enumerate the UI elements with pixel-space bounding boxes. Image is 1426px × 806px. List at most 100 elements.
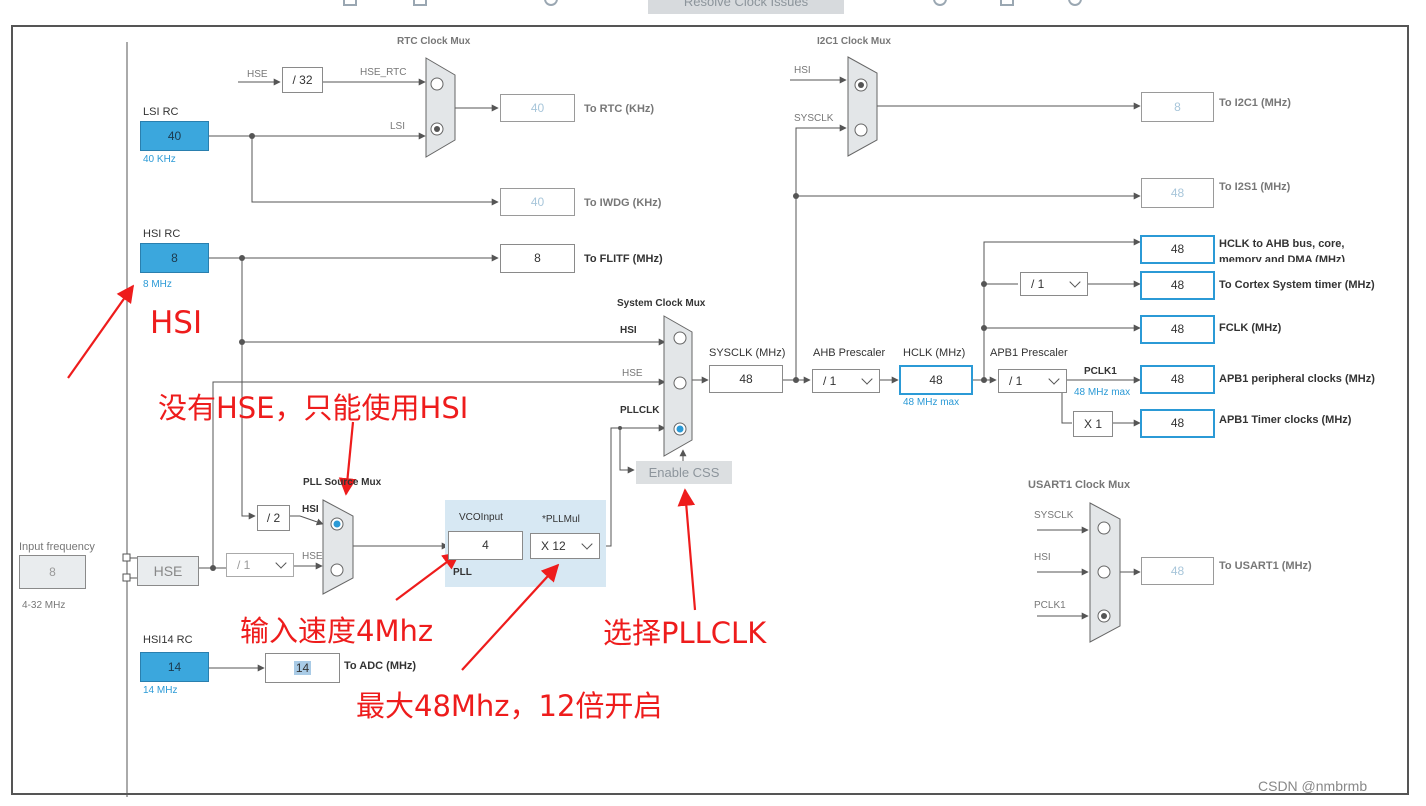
rtc-hse-input-label: HSE xyxy=(247,69,268,80)
usart1-pclk1-label: PCLK1 xyxy=(1034,600,1066,611)
pclk1-label: PCLK1 xyxy=(1084,366,1117,377)
vco-input-field[interactable]: 4 xyxy=(448,531,523,560)
adc-label: To ADC (MHz) xyxy=(344,660,417,672)
ahb-output-label-1: HCLK to AHB bus, core, xyxy=(1219,238,1345,250)
apb1-peripheral-output[interactable]: 48 xyxy=(1140,365,1215,394)
sysmux-hsi-label: HSI xyxy=(620,325,637,336)
i2c1-output-label: To I2C1 (MHz) xyxy=(1219,97,1291,109)
hsi-div2-block: / 2 xyxy=(257,505,290,531)
input-frequency-field[interactable]: 8 xyxy=(19,555,86,589)
chevron-down-icon xyxy=(861,373,873,385)
lsi-rc-unit: 40 KHz xyxy=(143,154,176,165)
iwdg-output-label: To IWDG (KHz) xyxy=(584,197,662,209)
ahb-output-label-2: memory and DMA (MHz) xyxy=(1219,254,1346,262)
fclk-output-label: FCLK (MHz) xyxy=(1219,322,1282,334)
apb1-prescaler-select[interactable]: / 1 xyxy=(998,369,1067,393)
pll-hse-label: HSE xyxy=(302,551,323,562)
lsi-rc-block[interactable]: 40 xyxy=(140,121,209,151)
cortex-output[interactable]: 48 xyxy=(1140,271,1215,300)
annotation-max-speed: 最大48Mhz，12倍开启 xyxy=(356,689,663,723)
fit-icon[interactable] xyxy=(1000,0,1014,6)
apb1-timer-multiplier: X 1 xyxy=(1073,411,1113,437)
clock-config-frame xyxy=(11,25,1409,795)
adc-output[interactable]: 14 xyxy=(265,653,340,683)
hsi14-rc-title: HSI14 RC xyxy=(143,634,193,646)
flitf-label: To FLITF (MHz) xyxy=(584,253,663,265)
hse-block[interactable]: HSE xyxy=(137,556,199,586)
cortex-output-label: To Cortex System timer (MHz) xyxy=(1219,279,1375,291)
hsi14-rc-unit: 14 MHz xyxy=(143,685,178,696)
rtc-output-label: To RTC (KHz) xyxy=(584,103,655,115)
pll-hsi-label: HSI xyxy=(302,504,319,515)
adc-output-value: 14 xyxy=(293,661,312,675)
pll-block-label: PLL xyxy=(453,567,472,578)
sysmux-pllclk-label: PLLCLK xyxy=(620,405,660,416)
hsi-rc-title: HSI RC xyxy=(143,228,181,240)
pllmul-select[interactable]: X 12 xyxy=(530,533,600,559)
hclk-field[interactable]: 48 xyxy=(899,365,973,395)
hclk-max-label: 48 MHz max xyxy=(903,397,960,408)
pll-source-mux[interactable] xyxy=(322,499,354,595)
annotation-hsi: HSI xyxy=(150,305,203,341)
enable-css-button[interactable]: Enable CSS xyxy=(636,461,732,484)
i2s1-output-label: To I2S1 (MHz) xyxy=(1219,181,1291,193)
i2c1-hsi-label: HSI xyxy=(794,65,811,76)
usart1-output-label: To USART1 (MHz) xyxy=(1219,560,1312,572)
pllmul-label: *PLLMul xyxy=(542,514,580,525)
flitf-output[interactable]: 8 xyxy=(500,244,575,273)
annotation-select-pll: 选择PLLCLK xyxy=(603,616,767,650)
rtc-output[interactable]: 40 xyxy=(500,94,575,122)
rtc-hse-divider: / 32 xyxy=(282,67,323,93)
input-frequency-range: 4-32 MHz xyxy=(22,600,66,611)
fclk-output[interactable]: 48 xyxy=(1140,315,1215,344)
chevron-down-icon xyxy=(1048,373,1060,385)
hsi-rc-block[interactable]: 8 xyxy=(140,243,209,273)
annotation-input-speed: 输入速度4Mhz xyxy=(240,614,434,648)
rtc-mux-title: RTC Clock Mux xyxy=(397,36,471,47)
i2c1-mux-title: I2C1 Clock Mux xyxy=(817,36,891,47)
chevron-down-icon xyxy=(1069,276,1081,288)
apb1-prescaler-label: APB1 Prescaler xyxy=(990,347,1068,359)
usart1-hsi-label: HSI xyxy=(1034,552,1051,563)
iwdg-output[interactable]: 40 xyxy=(500,188,575,216)
usart1-output[interactable]: 48 xyxy=(1141,557,1214,585)
hclk-label: HCLK (MHz) xyxy=(903,347,966,359)
hse-divider-select[interactable]: / 1 xyxy=(226,553,294,577)
hsi-rc-unit: 8 MHz xyxy=(143,279,172,290)
lsi-rc-title: LSI RC xyxy=(143,106,179,118)
apb1-timer-output[interactable]: 48 xyxy=(1140,409,1215,438)
usart1-sysclk-label: SYSCLK xyxy=(1034,510,1074,521)
chevron-down-icon xyxy=(275,557,287,569)
annotation-no-hse: 没有HSE，只能使用HSI xyxy=(158,391,469,425)
cortex-divider-select[interactable]: / 1 xyxy=(1020,272,1088,296)
ahb-prescaler-label: AHB Prescaler xyxy=(813,347,886,359)
system-clock-mux-title: System Clock Mux xyxy=(617,298,706,309)
i2c1-sysclk-label: SYSCLK xyxy=(794,113,834,124)
redo-icon[interactable] xyxy=(413,0,427,6)
toolbar: Resolve Clock Issues xyxy=(0,0,1426,20)
sysclk-field[interactable]: 48 xyxy=(709,365,783,393)
apb1-peripheral-label: APB1 peripheral clocks (MHz) xyxy=(1219,373,1375,385)
i2c1-output[interactable]: 8 xyxy=(1141,92,1214,122)
ahb-output[interactable]: 48 xyxy=(1140,235,1215,264)
pclk1-max-label: 48 MHz max xyxy=(1074,387,1131,398)
vco-input-label: VCOInput xyxy=(459,512,503,523)
sysclk-label: SYSCLK (MHz) xyxy=(709,347,786,359)
i2s1-output[interactable]: 48 xyxy=(1141,178,1214,208)
usart1-mux-title: USART1 Clock Mux xyxy=(1028,479,1131,491)
ahb-prescaler-select[interactable]: / 1 xyxy=(812,369,880,393)
sysmux-hse-label: HSE xyxy=(622,368,643,379)
watermark: CSDN @nmbrmb xyxy=(1258,778,1368,794)
undo-icon[interactable] xyxy=(343,0,357,6)
hsi14-rc-block[interactable]: 14 xyxy=(140,652,209,682)
rtc-mux[interactable] xyxy=(425,57,456,158)
apb1-timer-label: APB1 Timer clocks (MHz) xyxy=(1219,414,1352,426)
input-frequency-label: Input frequency xyxy=(19,541,95,553)
resolve-clock-issues-button[interactable]: Resolve Clock Issues xyxy=(648,0,844,14)
i2c1-mux[interactable] xyxy=(847,56,878,157)
rtc-hse-rtc-label: HSE_RTC xyxy=(360,67,407,78)
rtc-lsi-label: LSI xyxy=(390,121,406,132)
pll-source-mux-title: PLL Source Mux xyxy=(303,477,382,488)
chevron-down-icon xyxy=(581,538,593,550)
